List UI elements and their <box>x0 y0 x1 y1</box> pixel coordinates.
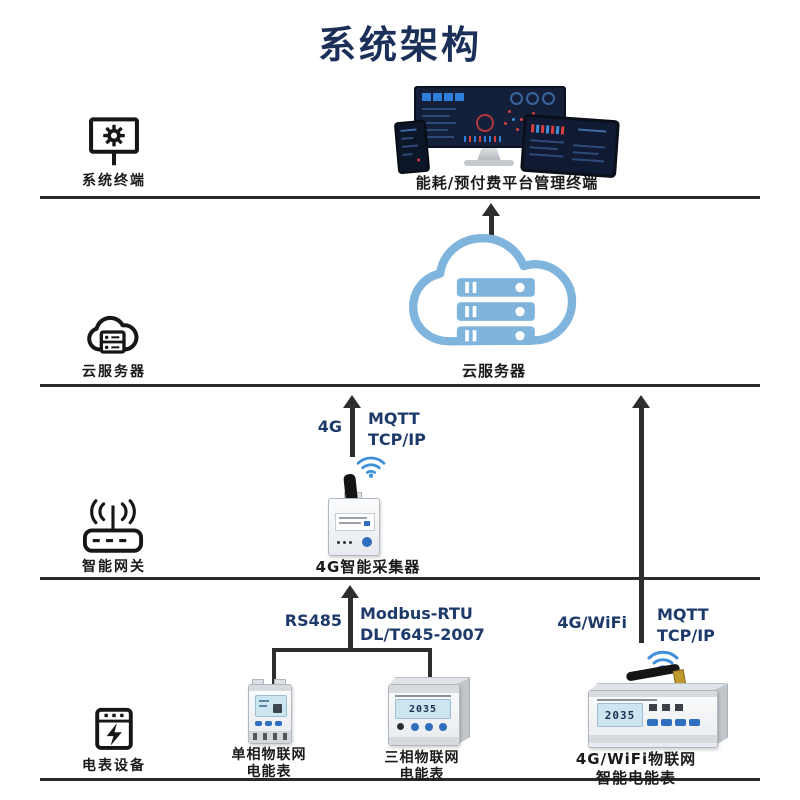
cloud-servers-illustration <box>398 228 590 358</box>
arrow-smartmeter-to-cloud-head <box>632 395 650 408</box>
sidebar-label-cloud: 云服务器 <box>82 364 146 380</box>
terminal-caption: 能耗/预付费平台管理终端 <box>415 174 599 192</box>
separator-line-2 <box>40 384 760 387</box>
arrow-cloud-to-terminal-line <box>489 215 494 239</box>
phone-device <box>393 119 431 175</box>
sidebar-label-terminal: 系统终端 <box>82 173 146 189</box>
smart-meter-caption-line2: 智能电能表 <box>595 769 676 787</box>
arrow-meters-to-gateway-head <box>341 585 359 598</box>
three-phase-meter: 2035 <box>388 684 460 746</box>
separator-line-4 <box>40 778 760 781</box>
label-4g: 4G <box>317 417 342 436</box>
cloud-server-icon <box>78 308 146 360</box>
single-meter-caption: 单相物联网 电能表 <box>209 747 329 781</box>
label-4g-wifi: 4G/WiFi <box>557 613 627 632</box>
label-tcpip: TCP/IP <box>368 430 426 449</box>
arrow-gateway-to-cloud-head <box>343 395 361 408</box>
separator-line-1 <box>40 196 760 199</box>
three-phase-caption-line1: 三相物联网 <box>384 750 460 766</box>
arrow-meters-to-gateway-line <box>348 597 353 650</box>
arrow-cloud-to-terminal-head <box>482 203 500 216</box>
smart-meter-caption: 4G/WiFi物联网 智能电能表 <box>546 750 726 788</box>
monitor-stand-base <box>464 160 514 166</box>
label-rs485: RS485 <box>284 611 342 630</box>
label-modbus-rtu: Modbus-RTU <box>360 604 473 623</box>
collector-button <box>362 537 372 547</box>
sidebar-label-meter: 电表设备 <box>82 758 146 774</box>
three-phase-caption: 三相物联网 电能表 <box>362 750 482 784</box>
single-meter-caption-line2: 电能表 <box>246 764 292 780</box>
bus-connector-stub-left <box>272 648 276 684</box>
monitor-stand-neck <box>477 146 501 161</box>
label-mqtt: MQTT <box>368 409 420 428</box>
three-phase-lcd: 2035 <box>408 703 438 715</box>
monitor-gear-icon <box>80 114 148 172</box>
router-wifi-icon <box>74 496 152 554</box>
sidebar-label-gateway: 智能网关 <box>82 559 146 575</box>
electric-meter-icon <box>86 704 142 756</box>
label-mqtt-2: MQTT <box>657 605 709 624</box>
page-title: 系统架构 <box>317 23 482 67</box>
smart-meter-caption-line1: 4G/WiFi物联网 <box>575 750 697 768</box>
arrow-gateway-to-cloud-line <box>350 407 355 457</box>
separator-line-3 <box>40 577 760 580</box>
bus-connector-horizontal <box>272 648 432 652</box>
smart-meter: 2035 <box>588 690 718 748</box>
arrow-smartmeter-to-cloud-line <box>639 407 644 643</box>
label-tcpip-2: TCP/IP <box>657 626 715 645</box>
gateway-caption: 4G智能采集器 <box>315 558 421 576</box>
cloud-caption: 云服务器 <box>461 362 526 380</box>
single-phase-meter <box>248 684 292 744</box>
single-meter-caption-line1: 单相物联网 <box>231 747 307 763</box>
smart-meter-lcd: 2035 <box>604 708 636 722</box>
bus-connector-stub-right <box>428 648 432 681</box>
collector-device <box>328 498 380 556</box>
tablet-device <box>520 113 620 179</box>
label-dlt645: DL/T645-2007 <box>360 625 485 644</box>
three-phase-caption-line2: 电能表 <box>399 767 445 783</box>
wifi-waves-icon <box>354 454 388 478</box>
